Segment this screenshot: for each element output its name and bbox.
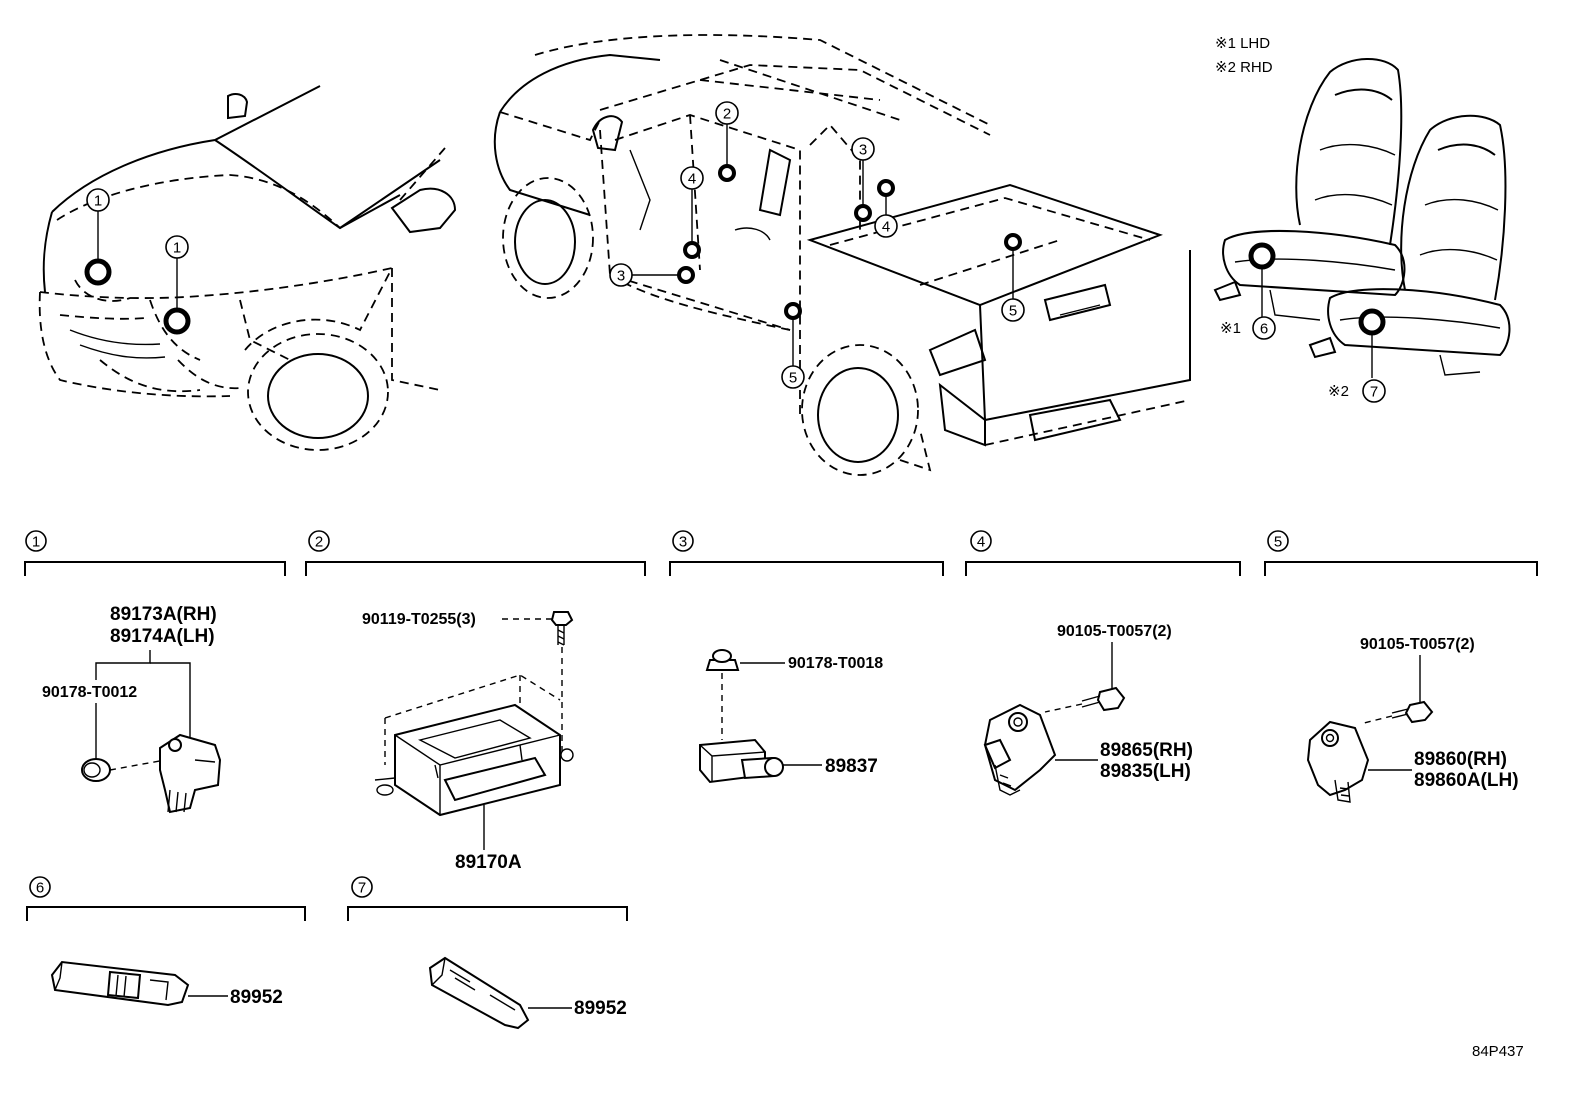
svg-text:3: 3	[859, 142, 867, 159]
sensor-89837-icon	[699, 738, 784, 784]
bolt-icon	[550, 611, 574, 646]
truck-sensor-5b-icon	[784, 302, 802, 320]
svg-text:5: 5	[1274, 534, 1282, 551]
section-4-header: 4	[965, 530, 1241, 576]
svg-text:2: 2	[315, 534, 323, 551]
truck-callout-3a: 3	[609, 263, 633, 287]
part-89170A: 89170A	[455, 852, 522, 873]
svg-text:5: 5	[1009, 303, 1017, 320]
part-89952-a: 89952	[230, 987, 283, 1008]
section-5-header: 5	[1264, 530, 1538, 576]
svg-text:3: 3	[679, 534, 687, 551]
part-90105-T0057-5: 90105-T0057(2)	[1360, 636, 1475, 653]
section-7-header: 7	[347, 876, 628, 921]
part-89837: 89837	[825, 756, 878, 777]
seats-view: ※1 6 ※2 7	[1213, 58, 1511, 403]
front-sensor-right-icon	[163, 307, 191, 335]
section-3-header: 3	[669, 530, 944, 576]
seat-callout-7: 7	[1362, 379, 1386, 403]
part-89174A: 89174A(LH)	[110, 626, 215, 647]
svg-text:2: 2	[723, 106, 731, 123]
svg-text:6: 6	[36, 880, 44, 897]
seat-callout-6: 6	[1252, 316, 1276, 340]
side-impact-sensor-4-icon	[983, 703, 1057, 796]
truck-callout-5a: 5	[1001, 298, 1025, 322]
part-89865: 89865(RH)	[1100, 740, 1193, 761]
svg-text:4: 4	[977, 534, 985, 551]
part-90119-T0255: 90119-T0255(3)	[362, 611, 476, 628]
truck-callout-3b: 3	[851, 137, 875, 161]
truck-sensor-4a-icon	[683, 241, 701, 259]
svg-text:1: 1	[173, 240, 181, 257]
seat-sensor-lhd-icon	[1248, 242, 1276, 270]
seat-sensor-rhd-icon	[1358, 308, 1386, 336]
note-rhd: ※2 RHD	[1215, 59, 1273, 76]
section-1-parts: 89173A(RH) 89174A(LH) 90178-T0012	[42, 604, 222, 814]
section-3-parts: 90178-T0018 89837	[699, 649, 883, 784]
svg-text:7: 7	[358, 880, 366, 897]
svg-text:1: 1	[94, 193, 102, 210]
section-1-header: 1	[24, 530, 286, 576]
front-sensor-left-icon	[84, 258, 112, 286]
front-vehicle-view: 1 1	[38, 85, 457, 451]
section-7-parts: 89952	[428, 956, 627, 1030]
airbag-ecu-icon	[374, 703, 574, 817]
truck-sensor-3b-icon	[854, 204, 872, 222]
truck-sensor-3a-icon	[677, 266, 695, 284]
section-2-parts: 90119-T0255(3) 89170A	[362, 611, 574, 873]
part-90178-T0012: 90178-T0012	[42, 684, 137, 701]
front-callout-1a: 1	[86, 188, 110, 212]
seat-position-sensor-6-icon	[50, 960, 190, 1007]
diagram-code: 84P437	[1472, 1043, 1524, 1060]
clip-icon	[705, 649, 740, 671]
truck-vehicle-view: 2 3 4 4 3 4 5 5	[493, 34, 1191, 476]
truck-callout-4a: 4	[680, 166, 704, 190]
seat-position-sensor-7-icon	[428, 956, 530, 1030]
section-2-header: 2	[305, 530, 646, 576]
svg-text:4: 4	[688, 171, 696, 188]
part-89952-b: 89952	[574, 998, 627, 1019]
side-impact-sensor-5-icon	[1306, 720, 1370, 803]
section-6-parts: 89952	[50, 960, 283, 1008]
section-6-header: 6	[26, 876, 306, 921]
svg-text:5: 5	[789, 370, 797, 387]
seat-mark-rhd: ※2	[1328, 383, 1349, 400]
truck-sensor-5a-icon	[1004, 233, 1022, 251]
svg-text:1: 1	[32, 534, 40, 551]
part-89860A: 89860A(LH)	[1414, 770, 1519, 791]
truck-callout-4b: 4	[874, 214, 898, 238]
svg-text:6: 6	[1260, 321, 1268, 338]
part-90105-T0057-4: 90105-T0057(2)	[1057, 623, 1172, 640]
note-lhd: ※1 LHD	[1215, 35, 1270, 52]
seat-mark-lhd: ※1	[1220, 320, 1241, 337]
truck-callout-5b: 5	[781, 365, 805, 389]
front-impact-sensor-icon	[159, 733, 222, 814]
truck-callout-2: 2	[715, 101, 739, 125]
truck-sensor-4b-icon	[877, 179, 895, 197]
svg-text:3: 3	[617, 268, 625, 285]
part-89860: 89860(RH)	[1414, 749, 1507, 770]
section-5-parts: 90105-T0057(2) 89860(RH) 89860A(LH)	[1306, 636, 1519, 803]
clip-icon	[81, 758, 111, 782]
part-90178-T0018: 90178-T0018	[788, 655, 883, 672]
bolt-icon	[1391, 700, 1434, 724]
part-89835: 89835(LH)	[1100, 761, 1191, 782]
front-callout-1b: 1	[165, 235, 189, 259]
part-89173A: 89173A(RH)	[110, 604, 217, 625]
section-4-parts: 90105-T0057(2) 89865(RH) 89835(LH)	[983, 623, 1193, 796]
bolt-icon	[1081, 686, 1126, 712]
svg-text:7: 7	[1370, 384, 1378, 401]
truck-sensor-2-icon	[718, 164, 736, 182]
svg-text:4: 4	[882, 219, 890, 236]
